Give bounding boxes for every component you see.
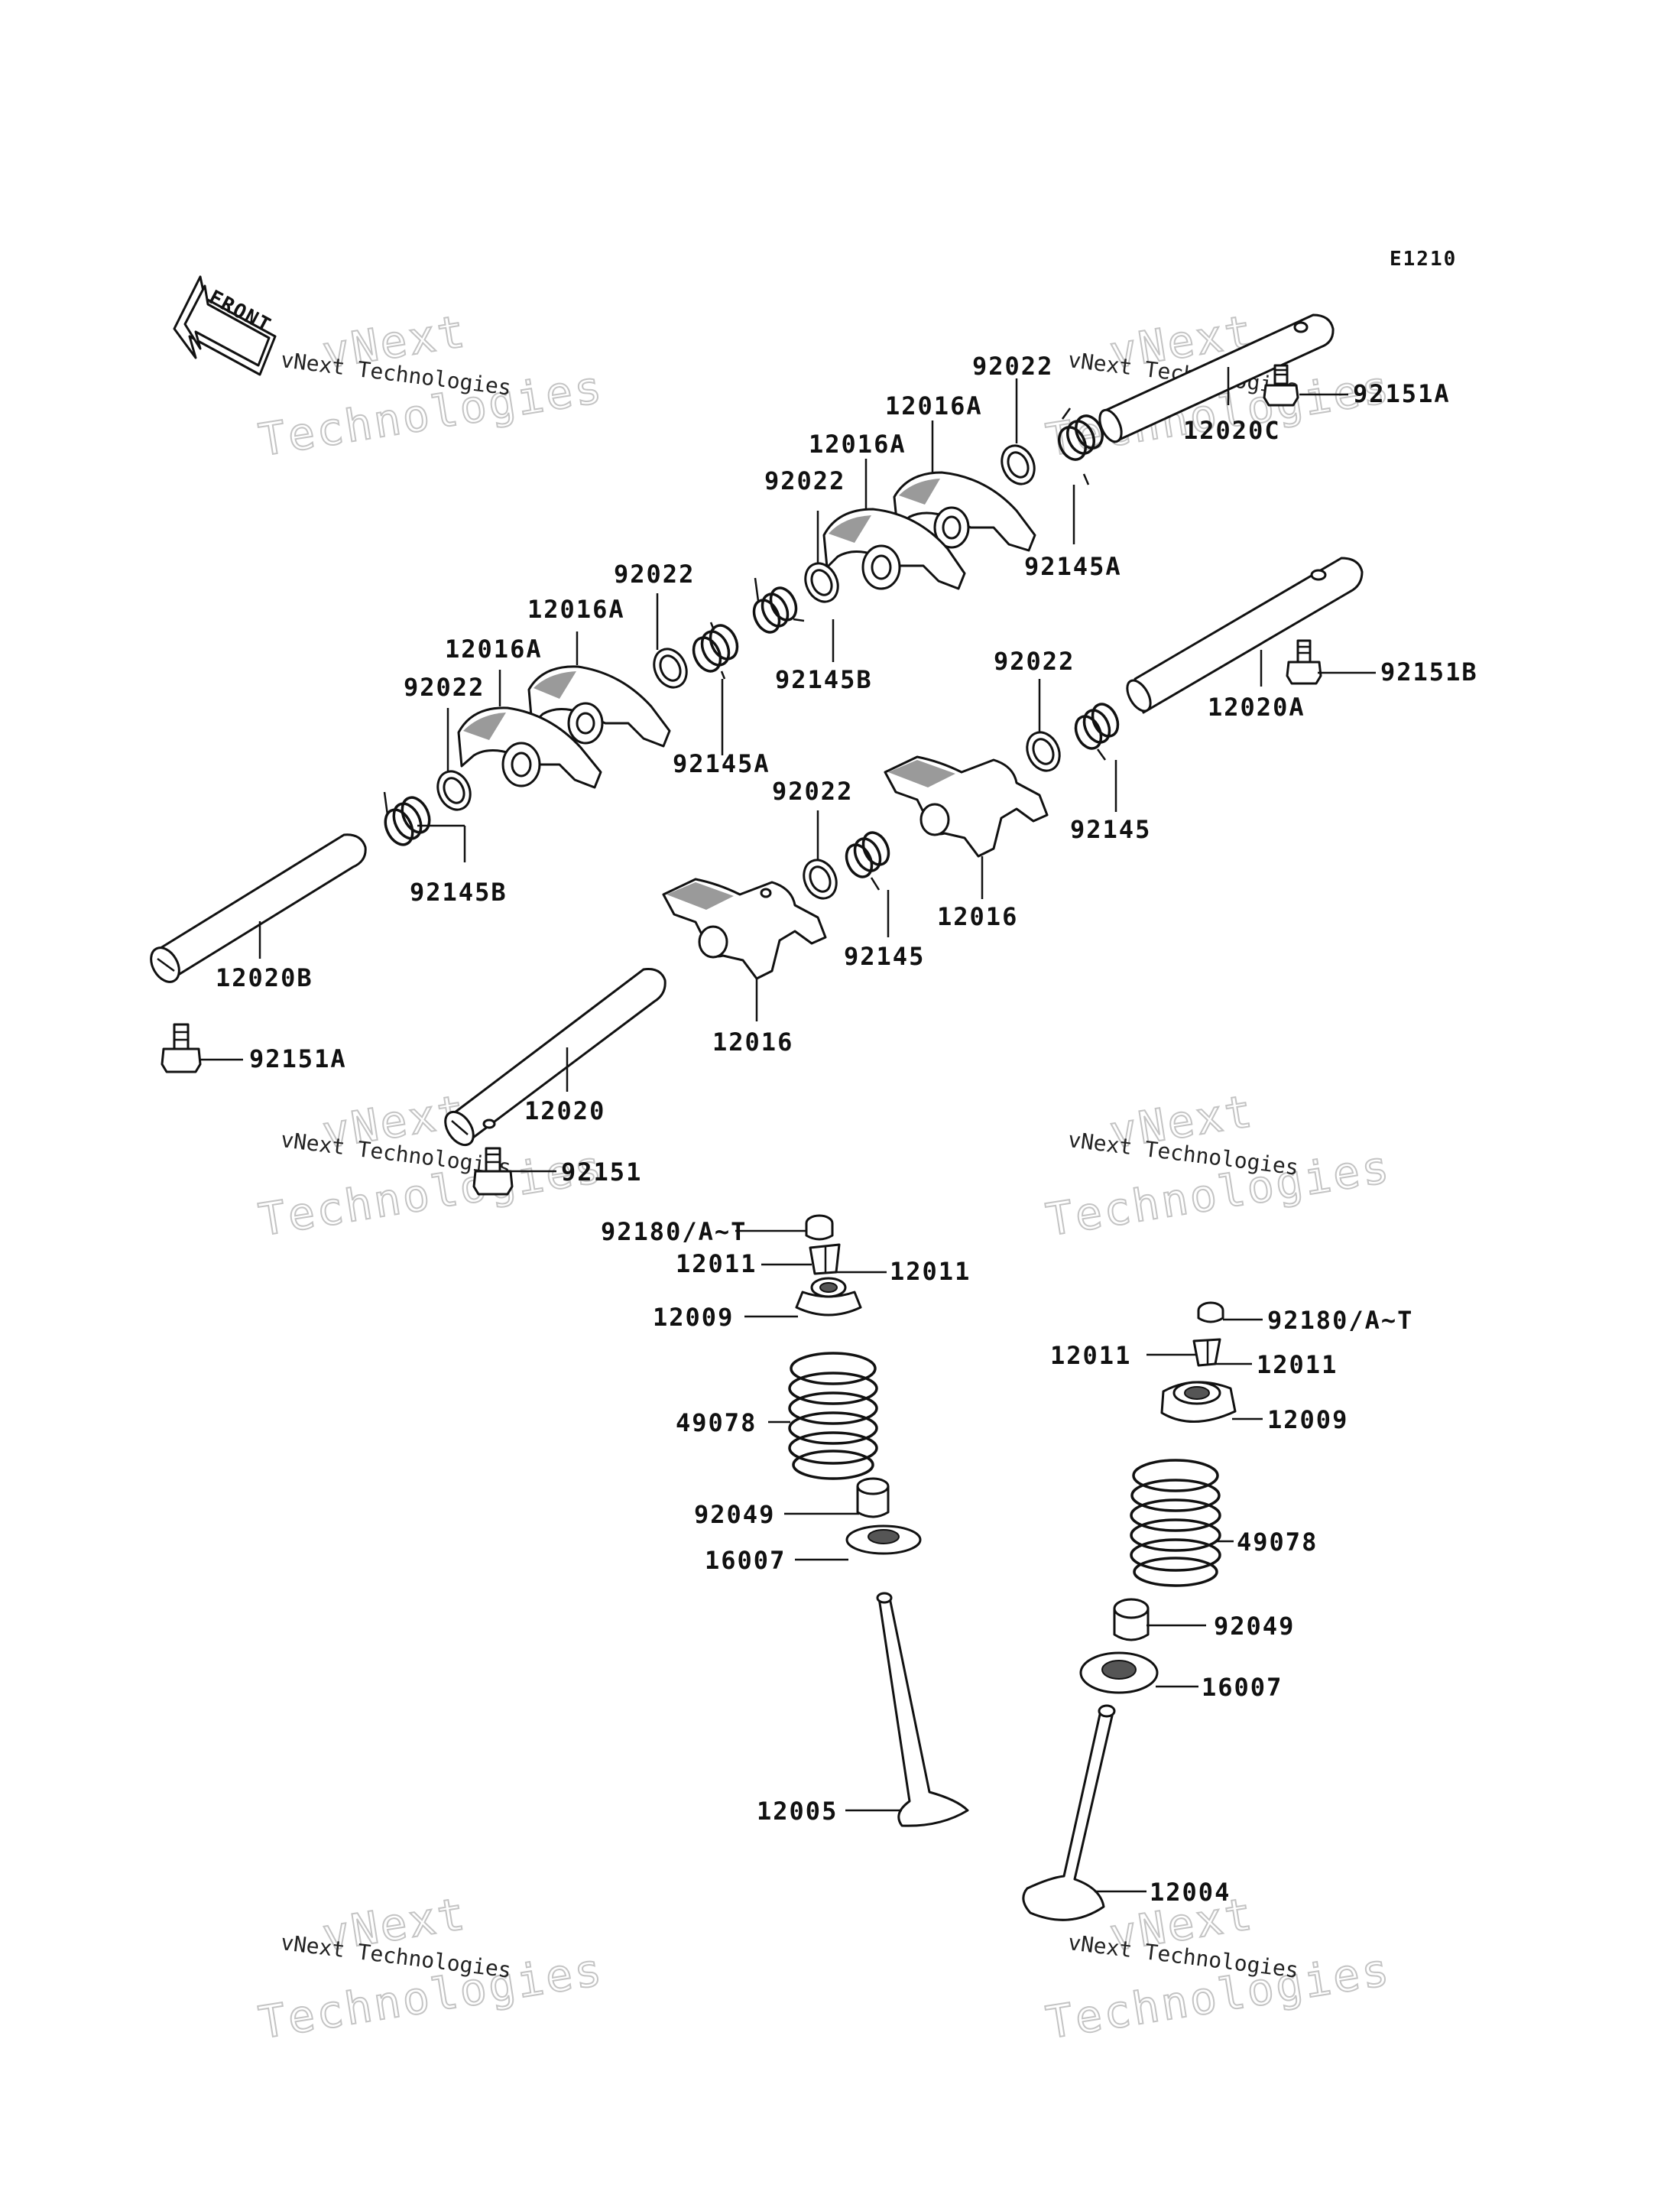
label-12016A: 12016A — [885, 391, 983, 420]
retainer-12009-right — [1160, 1381, 1237, 1423]
label-12020B: 12020B — [216, 963, 313, 992]
label-12004: 12004 — [1150, 1878, 1231, 1907]
shim-92180-right — [1197, 1301, 1224, 1323]
washer-92022-5 — [1026, 731, 1061, 772]
label-49078: 49078 — [1237, 1528, 1318, 1557]
bolt-92151 — [472, 1147, 514, 1196]
valve-spring-49078-right — [1130, 1459, 1221, 1587]
label-92022: 92022 — [614, 560, 695, 589]
label-92145A: 92145A — [673, 749, 770, 778]
rocker-arm-12016A-left — [457, 706, 602, 789]
bolt-92151A-top — [1263, 364, 1299, 407]
label-12011: 12011 — [1050, 1341, 1131, 1370]
rocker-arm-12016A-left-mid — [527, 665, 671, 748]
spring-92145A-top — [1058, 407, 1104, 485]
label-12020: 12020 — [524, 1096, 605, 1125]
label-92180-A-T: 92180/A~T — [1267, 1306, 1413, 1335]
label-12011: 12011 — [890, 1257, 971, 1286]
label-92049: 92049 — [694, 1500, 775, 1529]
rocker-arm-12016-mid — [662, 878, 827, 980]
retainer-12009-left — [795, 1277, 862, 1317]
washer-92022-1 — [1001, 444, 1036, 485]
valve-spring-49078-left — [788, 1352, 878, 1480]
label-12016: 12016 — [712, 1028, 793, 1057]
label-12016: 12016 — [937, 902, 1018, 931]
spring-seat-16007-right — [1079, 1651, 1159, 1694]
spring-92145-right — [1074, 703, 1120, 761]
label-92151A: 92151A — [249, 1044, 347, 1073]
label-92049: 92049 — [1214, 1612, 1295, 1641]
label-16007: 16007 — [1202, 1673, 1283, 1702]
washer-92022-4 — [436, 770, 472, 811]
stem-seal-92049-left — [856, 1477, 890, 1518]
rocker-shaft-12020 — [444, 968, 666, 1147]
rocker-shaft-12020C — [1098, 313, 1335, 443]
cotter-12011-right — [1192, 1338, 1221, 1367]
label-92145B: 92145B — [410, 878, 508, 907]
label-12011: 12011 — [676, 1249, 757, 1278]
figure-code: E1210 — [1390, 248, 1457, 271]
label-92145: 92145 — [1070, 815, 1151, 844]
watermark-top-left: Technologies vNext vNext Technologies — [255, 304, 608, 467]
washer-92022-3 — [653, 648, 688, 689]
part-labels: 92022 12016A 92151A 12020C 12016A 92022 … — [216, 352, 1478, 1907]
stem-seal-92049-right — [1113, 1598, 1150, 1641]
label-92151: 92151 — [561, 1157, 642, 1187]
label-92151B: 92151B — [1380, 657, 1478, 687]
valve-12005 — [876, 1592, 969, 1827]
spring-92145B-left — [383, 791, 431, 846]
bolt-92151B — [1286, 639, 1322, 685]
rocker-shaft-12020B — [150, 833, 367, 983]
label-12005: 12005 — [757, 1797, 838, 1826]
label-12016A: 12016A — [527, 595, 625, 624]
valve-12004 — [1022, 1704, 1116, 1921]
label-12020A: 12020A — [1208, 693, 1305, 722]
label-92151A: 92151A — [1353, 379, 1451, 408]
cotter-12011-left — [809, 1243, 841, 1275]
watermark-bottom-left: Technologies vNext vNext Technologies — [255, 1887, 608, 2050]
washer-92022-6 — [803, 859, 838, 900]
washer-92022-2 — [804, 562, 839, 603]
rocker-shaft-12020A — [1126, 557, 1364, 714]
label-12016A: 12016A — [445, 635, 543, 664]
leader-lines — [199, 367, 1376, 1893]
rocker-arm-12016A-top-right — [893, 471, 1036, 552]
shim-92180-left — [805, 1214, 834, 1241]
label-92145: 92145 — [844, 942, 925, 971]
label-92022: 92022 — [994, 647, 1075, 676]
label-16007: 16007 — [705, 1546, 786, 1575]
label-92145B: 92145B — [775, 665, 873, 694]
watermark-mid-right: Technologies vNext vNext Technologies — [1042, 1084, 1395, 1247]
spring-seat-16007-left — [845, 1524, 922, 1555]
label-92022: 92022 — [972, 352, 1053, 381]
label-92145A: 92145A — [1024, 552, 1122, 581]
spring-92145B-mid — [752, 577, 805, 634]
spring-92145A-mid — [692, 622, 739, 680]
bolt-92151A-left — [161, 1023, 202, 1073]
rocker-arm-12016A-top-mid — [822, 508, 966, 590]
label-92022: 92022 — [772, 777, 853, 806]
label-12016A: 12016A — [809, 430, 906, 459]
label-92022: 92022 — [404, 673, 485, 702]
label-12011: 12011 — [1257, 1350, 1338, 1379]
label-92180-A-T: 92180/A~T — [601, 1217, 747, 1246]
label-12020C: 12020C — [1183, 416, 1281, 445]
label-12009: 12009 — [653, 1303, 734, 1332]
label-12009: 12009 — [1267, 1405, 1348, 1434]
spring-92145-mid — [845, 831, 890, 891]
front-arrow-icon: FRONT — [173, 275, 277, 376]
label-49078: 49078 — [676, 1408, 757, 1437]
rocker-arm-12016-right — [884, 755, 1049, 858]
label-92022: 92022 — [764, 466, 845, 495]
